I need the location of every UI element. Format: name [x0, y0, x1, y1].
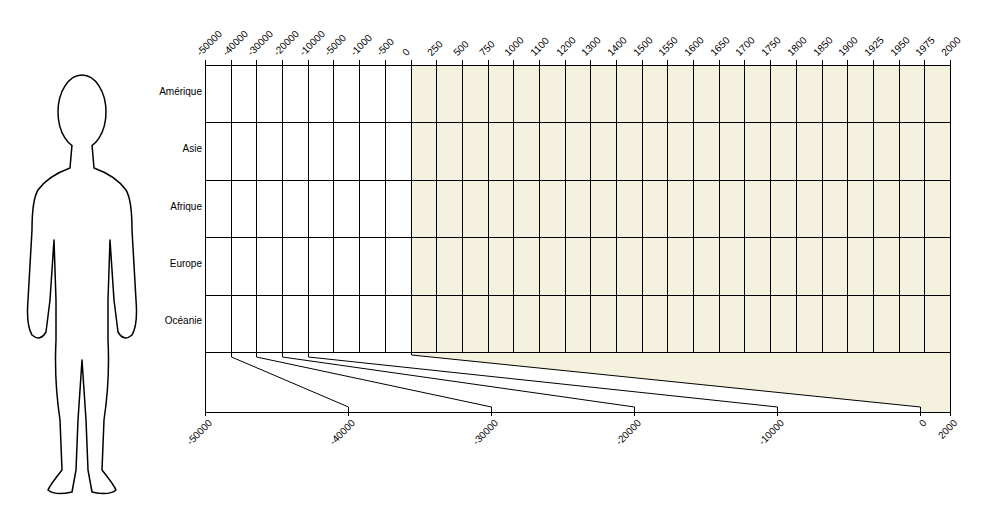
- top-axis-label: -1000: [349, 33, 374, 58]
- leader-line: [309, 352, 778, 412]
- axis-tick: [348, 412, 349, 416]
- column-line: [590, 60, 591, 352]
- column-line: [642, 60, 643, 352]
- column-line: [565, 60, 566, 352]
- top-axis-label: 1200: [555, 35, 578, 58]
- top-axis-label: -10000: [298, 29, 327, 58]
- top-axis-label: 1400: [606, 35, 629, 58]
- top-axis-label: 1850: [811, 35, 834, 58]
- bottom-axis-label: -30000: [471, 418, 500, 447]
- column-line: [924, 60, 925, 352]
- row-line: [205, 65, 950, 66]
- edge-line: [950, 352, 951, 412]
- top-axis-label: 1975: [914, 35, 937, 58]
- top-axis-label: 1550: [657, 35, 680, 58]
- axis-tick: [777, 412, 778, 416]
- bottom-axis-label: -50000: [185, 418, 214, 447]
- row-line: [205, 180, 950, 181]
- column-line: [231, 60, 232, 352]
- top-axis-label: -30000: [246, 29, 275, 58]
- top-axis-label: -20000: [272, 29, 301, 58]
- shaded-era: [411, 65, 950, 352]
- top-axis-label: 1650: [709, 35, 732, 58]
- column-line: [796, 60, 797, 352]
- top-axis-label: -5000: [323, 33, 348, 58]
- row-line: [205, 237, 950, 238]
- top-axis-label: 1700: [734, 35, 757, 58]
- column-line: [205, 60, 206, 352]
- column-line: [719, 60, 720, 352]
- axis-tick: [491, 412, 492, 416]
- row-line: [205, 295, 950, 296]
- silhouette-head: [58, 75, 106, 149]
- column-line: [359, 60, 360, 352]
- shaded-zoom: [411, 352, 950, 412]
- column-line: [847, 60, 848, 352]
- leader-line: [412, 352, 921, 412]
- bottom-axis-label: -10000: [757, 418, 786, 447]
- top-axis-label: 2000: [940, 35, 963, 58]
- leader-line: [283, 352, 635, 412]
- column-line: [744, 60, 745, 352]
- column-line: [950, 60, 951, 352]
- column-line: [308, 60, 309, 352]
- column-line: [488, 60, 489, 352]
- column-line: [616, 60, 617, 352]
- bottom-axis-label: -20000: [614, 418, 643, 447]
- bottom-axis-label: 0: [918, 418, 929, 429]
- column-line: [411, 60, 412, 352]
- column-line: [256, 60, 257, 352]
- row-line: [205, 352, 950, 353]
- top-axis-label: 1300: [580, 35, 603, 58]
- silhouette-body: [28, 145, 137, 494]
- top-axis-label: -50000: [195, 29, 224, 58]
- column-line: [770, 60, 771, 352]
- row-label: Afrique: [170, 202, 202, 212]
- top-axis-label: 1000: [503, 35, 526, 58]
- top-axis-label: 1800: [786, 35, 809, 58]
- top-axis-label: 750: [478, 39, 497, 58]
- column-line: [693, 60, 694, 352]
- top-axis-label: 1500: [632, 35, 655, 58]
- axis-tick: [205, 412, 206, 416]
- row-label: Europe: [170, 259, 202, 269]
- top-axis-label: 1900: [837, 35, 860, 58]
- column-line: [513, 60, 514, 352]
- row-label: Amérique: [159, 87, 202, 97]
- top-axis-label: 0: [400, 47, 411, 58]
- row-label: Océanie: [165, 316, 202, 326]
- column-line: [333, 60, 334, 352]
- row-line: [205, 122, 950, 123]
- column-line: [436, 60, 437, 352]
- top-axis-label: 1600: [683, 35, 706, 58]
- column-line: [539, 60, 540, 352]
- column-line: [822, 60, 823, 352]
- top-axis-label: -40000: [221, 29, 250, 58]
- top-axis-label: 1950: [889, 35, 912, 58]
- column-line: [873, 60, 874, 352]
- top-axis-label: 1750: [760, 35, 783, 58]
- bottom-axis: [205, 412, 950, 413]
- axis-tick: [950, 412, 951, 416]
- edge-line: [205, 352, 206, 412]
- bottom-axis-label: -40000: [328, 418, 357, 447]
- column-line: [385, 60, 386, 352]
- top-axis-label: 250: [426, 39, 445, 58]
- leader-line: [232, 352, 349, 412]
- column-line: [282, 60, 283, 352]
- column-line: [667, 60, 668, 352]
- column-line: [899, 60, 900, 352]
- top-axis-label: -500: [375, 37, 396, 58]
- row-label: Asie: [183, 144, 202, 154]
- top-axis-label: 1925: [863, 35, 886, 58]
- top-axis-label: 1100: [529, 36, 551, 58]
- axis-tick: [634, 412, 635, 416]
- top-axis-label: 500: [452, 39, 471, 58]
- column-line: [462, 60, 463, 352]
- axis-tick: [920, 412, 921, 416]
- bottom-axis-label: 2000: [936, 418, 959, 441]
